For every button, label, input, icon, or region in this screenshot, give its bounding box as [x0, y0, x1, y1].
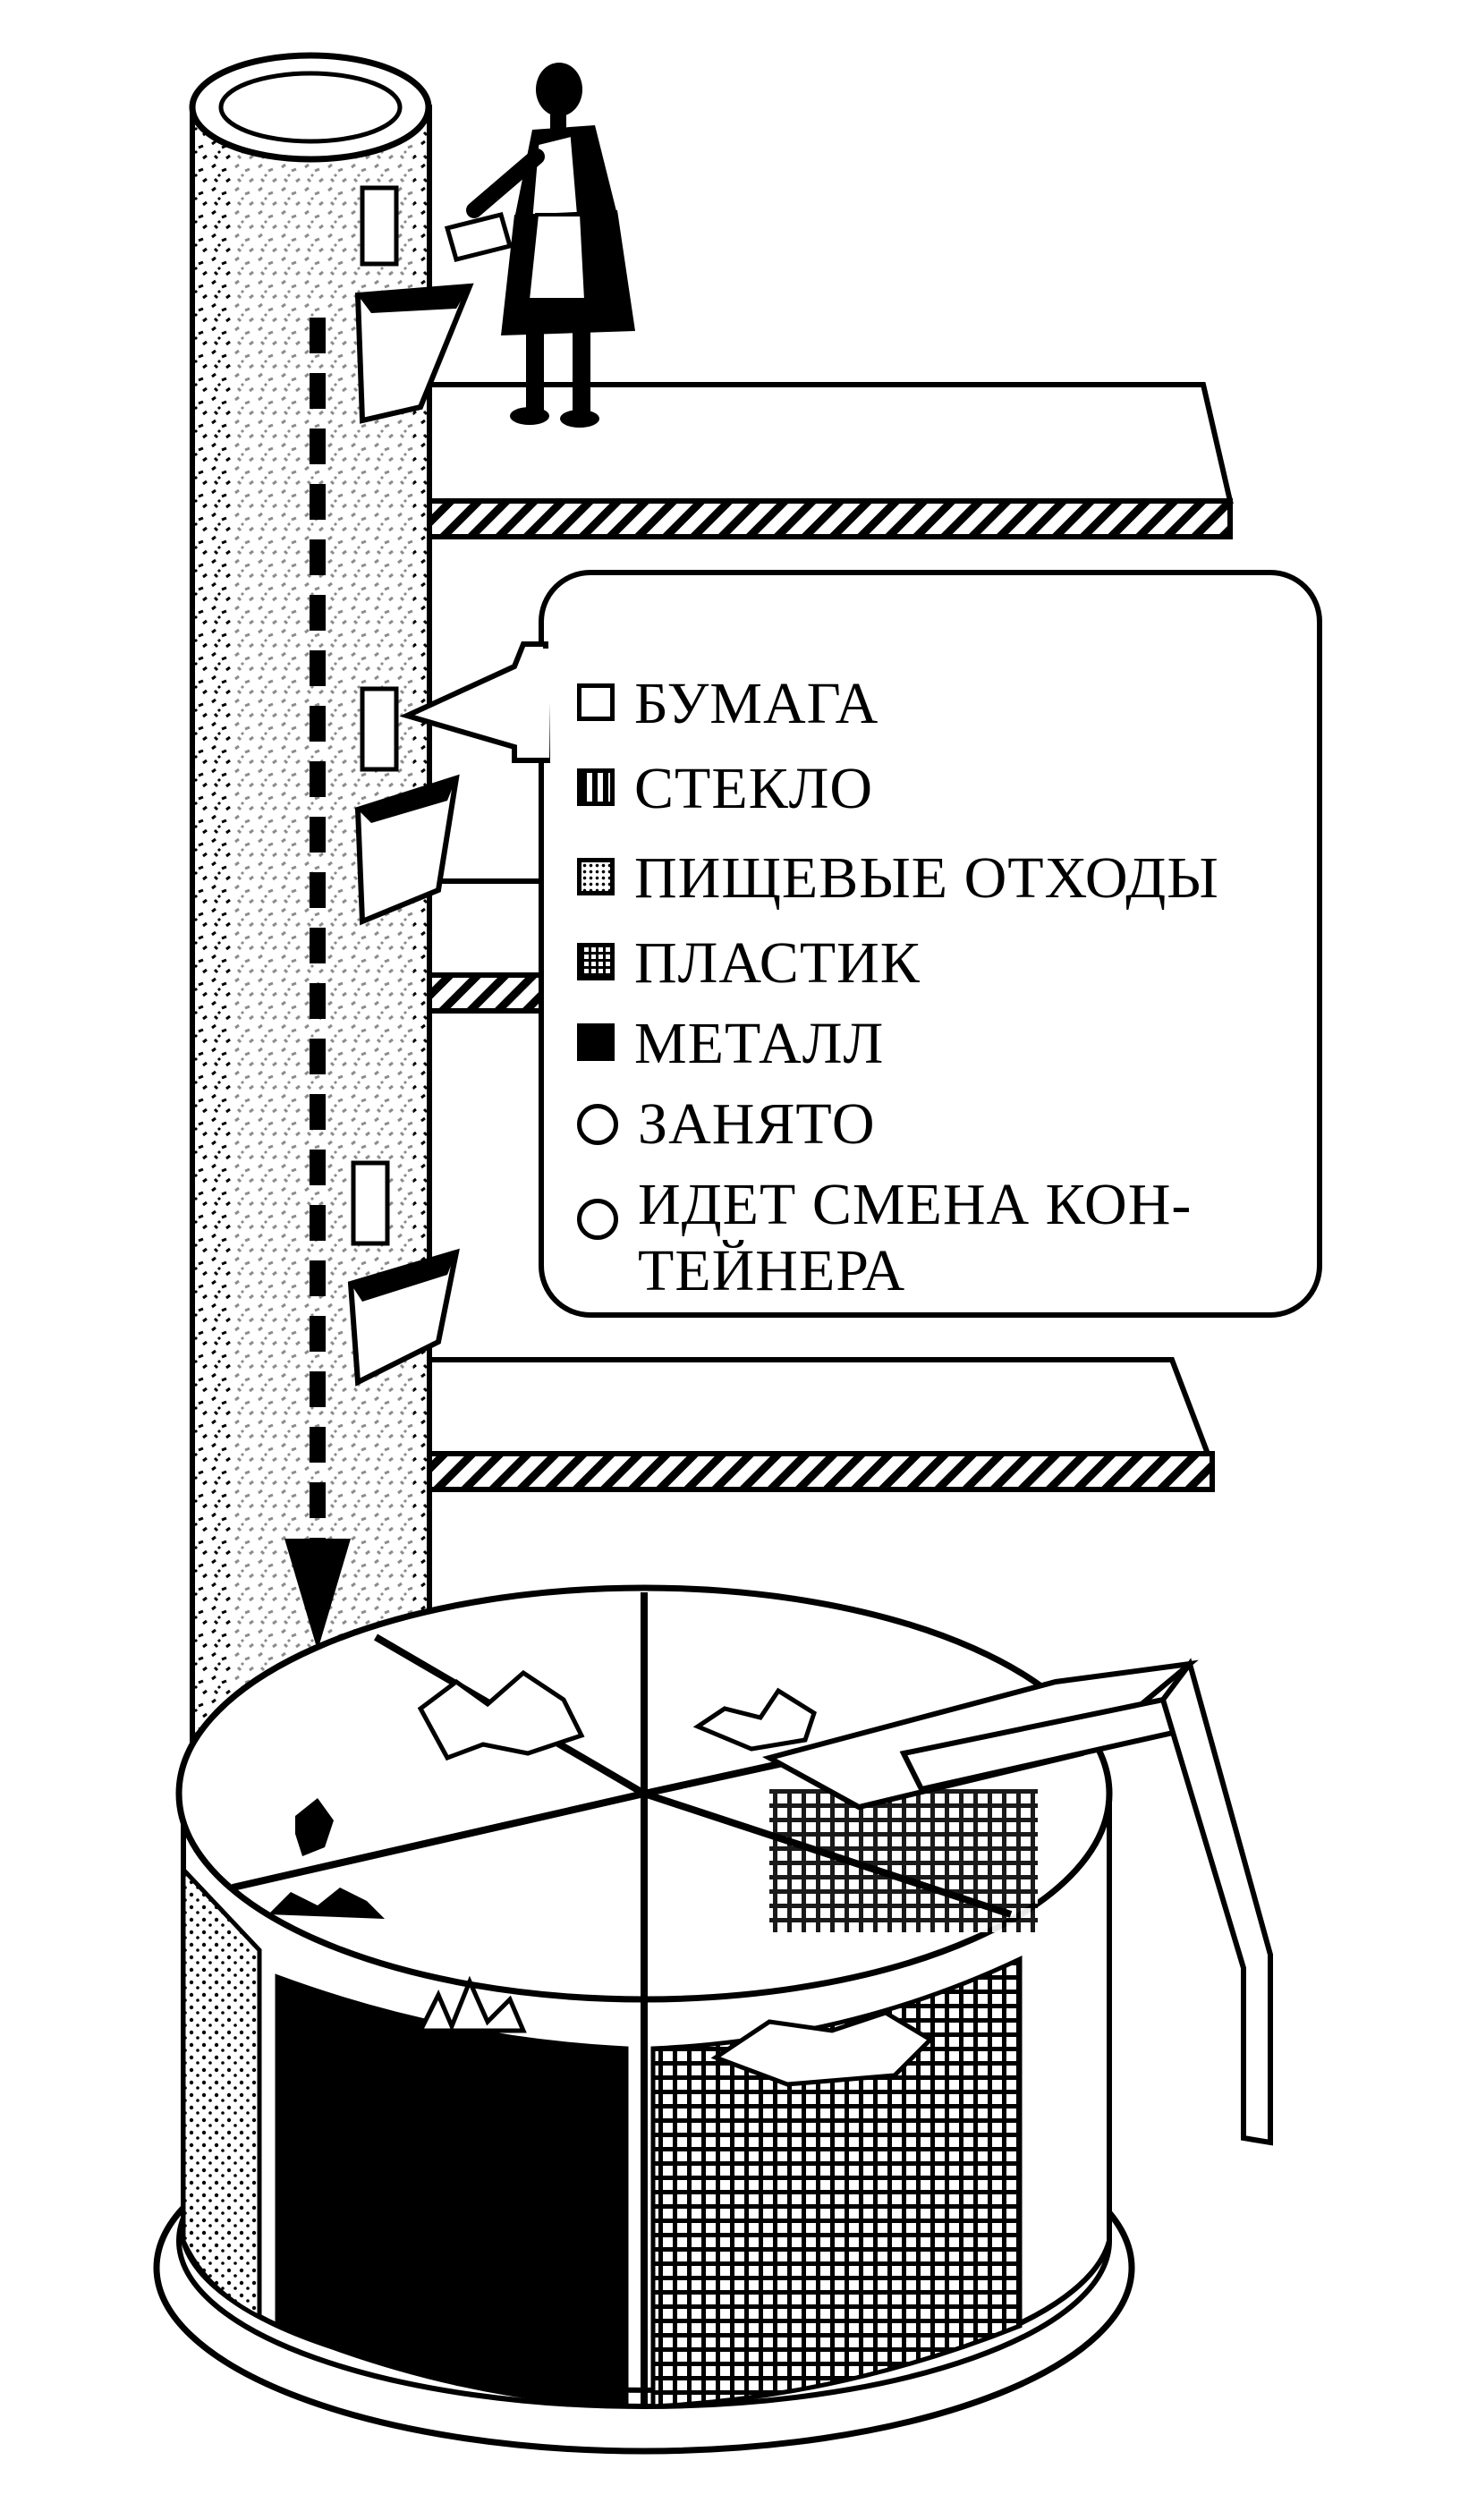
legend-item-busy: ЗАНЯТО: [577, 1091, 876, 1158]
legend-label-paper: БУМАГА: [634, 671, 879, 736]
legend-item-food: ПИЩЕВЫЕ ОТХОДЫ: [577, 845, 1219, 912]
downward-arrow: [284, 318, 351, 1650]
legend-item-plastic: ПЛАСТИК: [577, 930, 921, 997]
plastic-swatch: [577, 943, 615, 980]
busy-circle-icon: [577, 1104, 618, 1145]
legend-label-glass: СТЕКЛО: [634, 756, 874, 821]
legend: БУМАГА СТЕКЛО ПИЩЕВЫЕ ОТХОДЫ ПЛАСТИК МЕТ…: [541, 573, 1320, 1315]
legend-label-change: ИДЕТ СМЕНА КОН- ТЕЙНЕРА: [638, 1172, 1193, 1303]
legend-label-metal: МЕТАЛЛ: [634, 1011, 885, 1076]
container-ramp: [761, 1658, 1273, 2146]
legend-item-change: ИДЕТ СМЕНА КОН- ТЕЙНЕРА: [577, 1172, 1192, 1304]
metal-swatch: [577, 1023, 615, 1061]
legend-item-glass: СТЕКЛО: [577, 756, 873, 822]
paper-swatch: [577, 683, 615, 721]
legend-label-busy: ЗАНЯТО: [638, 1091, 876, 1157]
legend-label-food: ПИЩЕВЫЕ ОТХОДЫ: [634, 845, 1219, 911]
hatch-middle: [354, 686, 460, 926]
food-waste-swatch: [577, 858, 615, 895]
change-circle-icon: [577, 1199, 618, 1240]
legend-bubble: [399, 570, 1322, 1318]
floor-slab-top: [373, 382, 1234, 539]
hatch-bottom: [347, 1160, 460, 1387]
woman-figure: [444, 63, 635, 428]
falling-debris: [295, 1798, 334, 1856]
legend-item-metal: МЕТАЛЛ: [577, 1011, 884, 1077]
hatch-top: [354, 185, 474, 424]
glass-swatch: [577, 768, 615, 806]
legend-label-plastic: ПЛАСТИК: [634, 930, 921, 996]
sorting-carousel: [153, 1584, 1135, 2455]
legend-item-paper: БУМАГА: [577, 671, 879, 737]
floor-slab-bottom: [369, 1357, 1215, 1492]
